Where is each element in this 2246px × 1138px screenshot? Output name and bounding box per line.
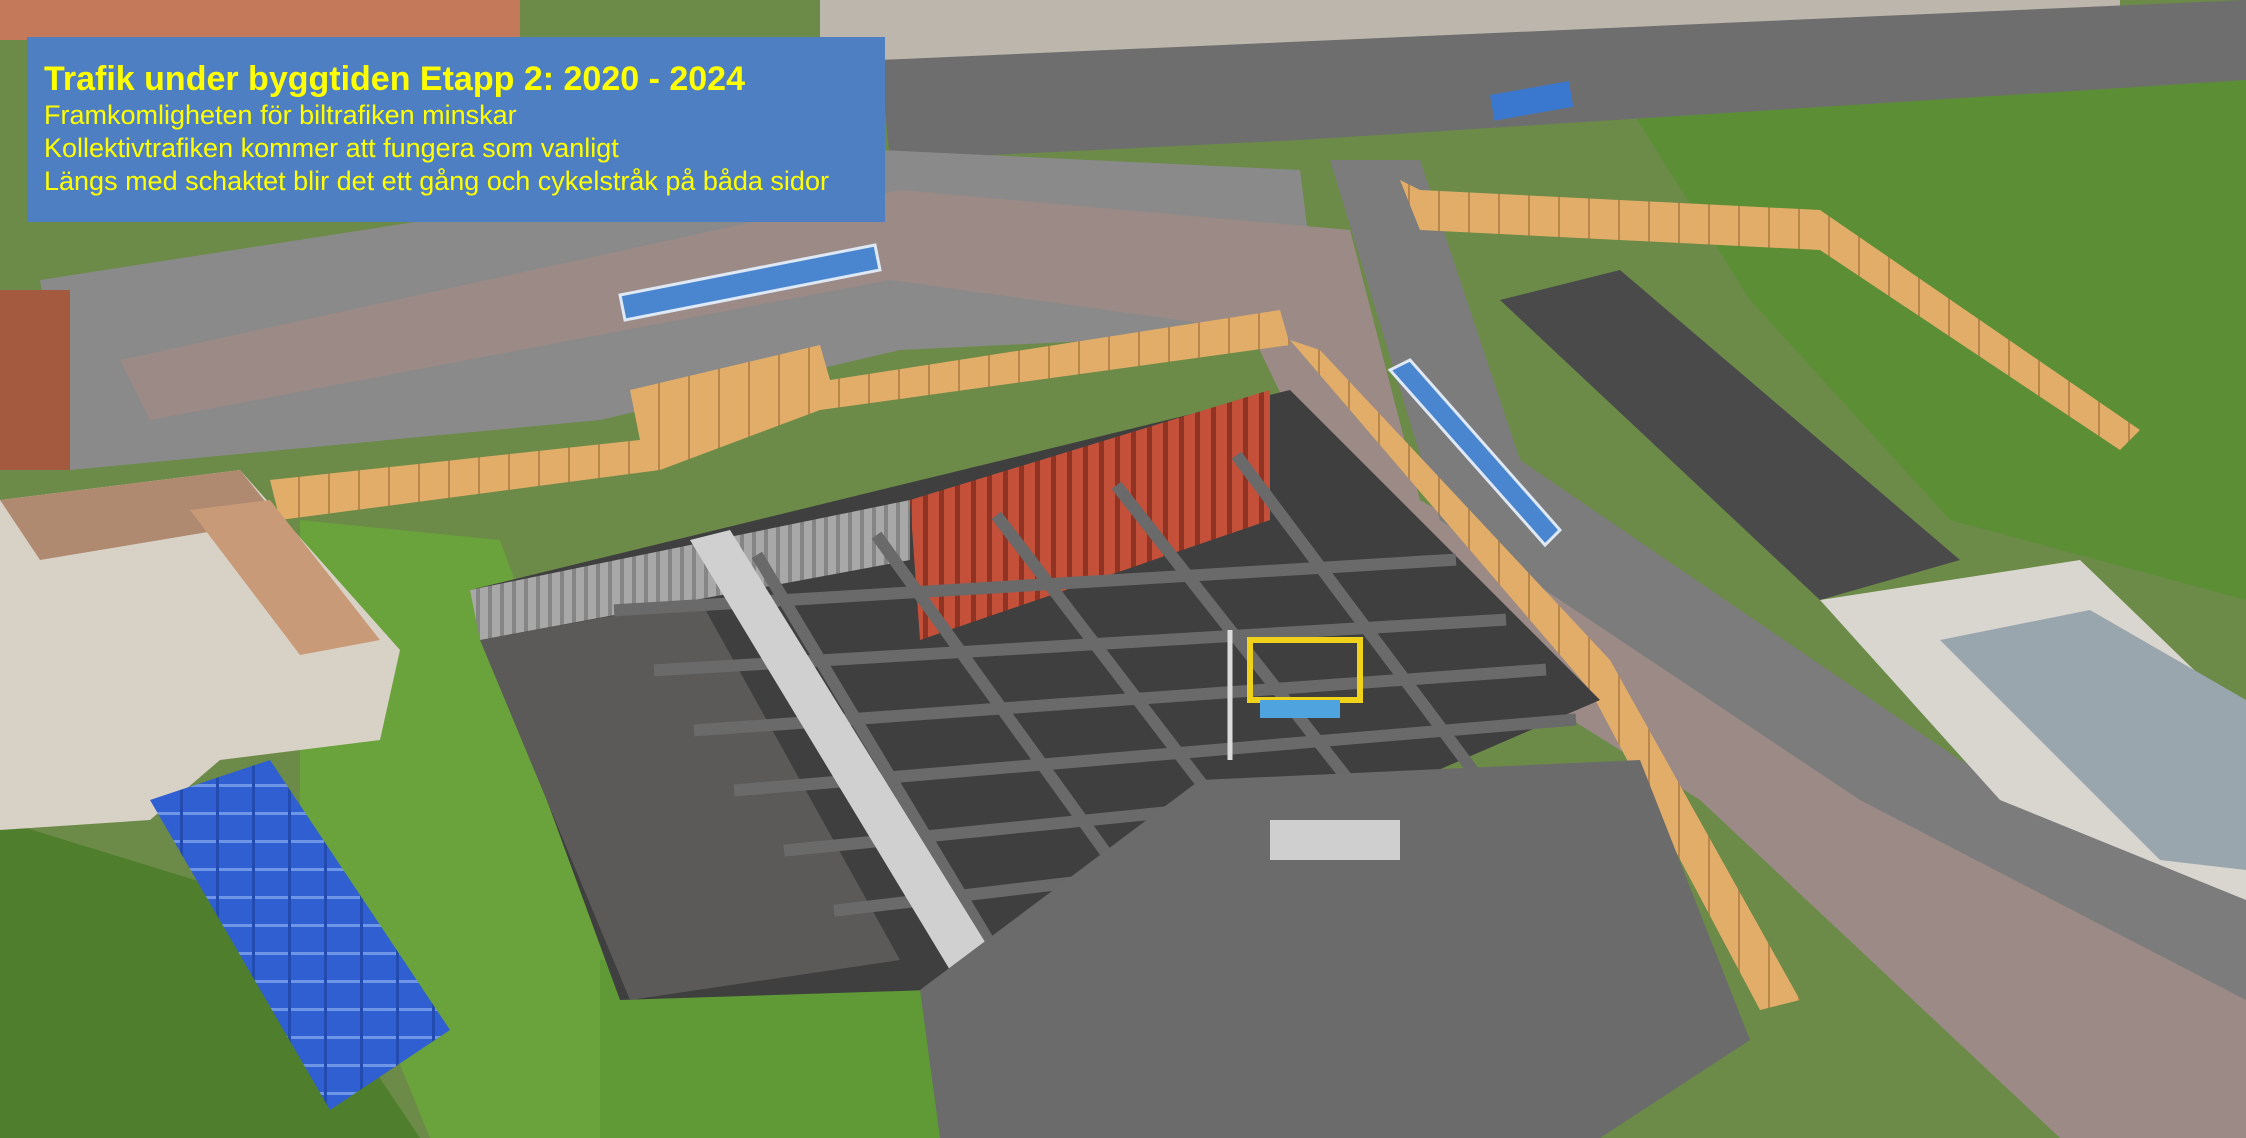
info-line-walk-cycle: Längs med schaktet blir det ett gång och…: [44, 166, 829, 196]
fence-right: [1400, 180, 2140, 450]
tram-track-bed: [120, 190, 2246, 1138]
rock-pit-right: [1500, 270, 1960, 600]
building-far-left: [0, 290, 70, 470]
bus-top: [1490, 81, 1574, 121]
temporary-walkway-bridge: [690, 530, 990, 970]
tram-right: [1387, 358, 1563, 548]
modern-building-right: [1940, 610, 2246, 870]
green-slope-right: [1600, 40, 2246, 600]
info-line-public-transport: Kollektivtrafiken kommer att fungera som…: [44, 133, 619, 163]
roof-left-cluster: [0, 470, 280, 560]
tram-top-left: [618, 243, 882, 322]
info-line-car-traffic: Framkomligheten för biltrafiken minskar: [44, 100, 517, 130]
roof-right-building: [190, 500, 380, 655]
info-title: Trafik under byggtiden Etapp 2: 2020 - 2…: [44, 60, 745, 98]
road-upper: [880, 0, 2246, 160]
work-site-asphalt: [920, 760, 1750, 1138]
buildings-top-left: [0, 0, 520, 40]
sheet-pile-wall-red: [910, 390, 1270, 640]
excavation-dirt-slope: [480, 600, 900, 1000]
sheet-pile-wall-left: [470, 500, 910, 640]
truck: [1270, 820, 1400, 860]
info-overlay-box: Trafik under byggtiden Etapp 2: 2020 - 2…: [27, 37, 885, 222]
blue-roof-barracks: [150, 760, 450, 1110]
fence-left: [270, 310, 1290, 520]
fence-excavation-right: [1290, 340, 1800, 1010]
